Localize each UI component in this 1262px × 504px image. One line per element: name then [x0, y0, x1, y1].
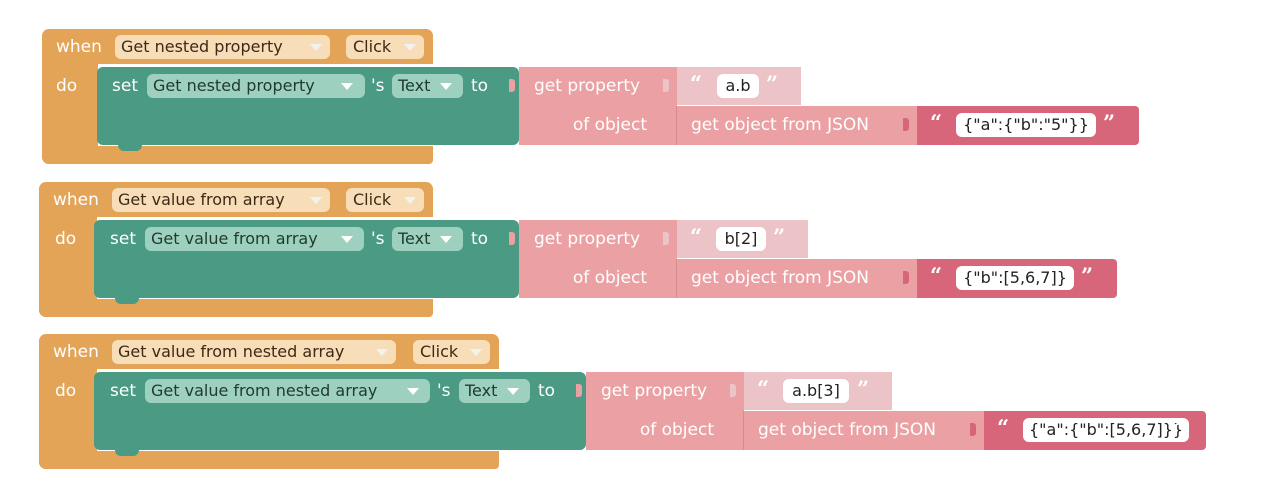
block-connector	[115, 298, 139, 304]
path-text-field[interactable]: a.b[3]	[783, 379, 849, 403]
input-socket	[730, 384, 736, 397]
block-edge	[743, 411, 744, 450]
input-socket	[663, 118, 669, 131]
from-json-label: get object from JSON	[691, 268, 869, 288]
event-dropdown[interactable]: Click	[346, 35, 424, 59]
input-socket	[663, 232, 669, 245]
input-socket	[663, 79, 669, 92]
chevron-down-icon	[507, 388, 519, 395]
apostrophe-s-label: 's	[437, 381, 451, 401]
close-quote-icon: ”	[773, 224, 786, 249]
chevron-down-icon	[310, 44, 322, 51]
open-quote-icon: “	[690, 71, 703, 96]
path-text-field[interactable]: b[2]	[716, 227, 766, 251]
of-object-label: of object	[639, 420, 714, 440]
chevron-down-icon	[404, 197, 416, 204]
property-label: Text	[465, 381, 498, 400]
property-label: Text	[398, 229, 431, 248]
chevron-down-icon	[470, 349, 482, 356]
input-socket	[509, 79, 515, 92]
do-keyword: do	[55, 381, 77, 401]
chevron-down-icon	[440, 83, 452, 90]
close-quote-icon: ”	[1081, 263, 1094, 288]
set-component-dropdown[interactable]: Get nested property	[147, 74, 365, 98]
event-label: Click	[420, 342, 459, 361]
property-label: Text	[398, 76, 431, 95]
of-object-label: of object	[572, 268, 647, 288]
to-keyword: to	[538, 381, 556, 401]
input-socket	[970, 423, 976, 436]
block-connector	[115, 450, 139, 456]
input-socket	[903, 271, 909, 284]
event-label: Click	[353, 190, 392, 209]
close-quote-icon: ”	[1103, 110, 1116, 135]
apostrophe-s-label: 's	[371, 229, 385, 249]
open-quote-icon: “	[930, 110, 943, 135]
component-label: Get nested property	[121, 37, 283, 56]
input-socket	[663, 271, 669, 284]
json-text-field[interactable]: {"a":{"b":"5"}}	[956, 113, 1096, 137]
get-property-label: get property	[601, 381, 708, 401]
event-label: Click	[353, 37, 392, 56]
from-json-label: get object from JSON	[758, 420, 936, 440]
do-keyword: do	[55, 229, 77, 249]
chevron-down-icon	[376, 349, 388, 356]
when-keyword: when	[53, 342, 99, 362]
set-keyword: set	[110, 381, 136, 401]
get-property-label: get property	[534, 76, 641, 96]
chevron-down-icon	[407, 388, 419, 395]
property-dropdown[interactable]: Text	[392, 74, 463, 98]
open-quote-icon: “	[930, 263, 943, 288]
get-property-label: get property	[534, 229, 641, 249]
close-quote-icon: ”	[766, 71, 779, 96]
component-dropdown[interactable]: Get value from nested array	[112, 340, 396, 364]
event-dropdown[interactable]: Click	[413, 340, 490, 364]
json-text-field[interactable]: {"a":{"b":[5,6,7]}}	[1023, 418, 1190, 442]
property-dropdown[interactable]: Text	[459, 379, 530, 403]
chevron-down-icon	[341, 83, 353, 90]
chevron-down-icon	[440, 236, 452, 243]
when-keyword: when	[53, 190, 99, 210]
block-edge	[676, 106, 677, 145]
set-component-dropdown[interactable]: Get value from nested array	[145, 379, 430, 403]
event-dropdown[interactable]: Click	[346, 188, 424, 212]
input-socket	[730, 423, 736, 436]
component-label: Get value from nested array	[118, 342, 345, 361]
chevron-down-icon	[404, 44, 416, 51]
component-dropdown[interactable]: Get value from array	[112, 188, 330, 212]
set-keyword: set	[110, 229, 136, 249]
to-keyword: to	[471, 229, 489, 249]
component-dropdown[interactable]: Get nested property	[115, 35, 330, 59]
set-component-label: Get value from array	[151, 229, 318, 248]
open-quote-icon: “	[690, 224, 703, 249]
json-text-field[interactable]: {"b":[5,6,7]}	[956, 266, 1074, 290]
set-component-label: Get nested property	[153, 76, 315, 95]
do-keyword: do	[56, 76, 78, 96]
of-object-label: of object	[572, 115, 647, 135]
open-quote-icon: “	[997, 415, 1010, 440]
open-quote-icon: “	[757, 376, 770, 401]
input-socket	[903, 118, 909, 131]
chevron-down-icon	[341, 236, 353, 243]
set-component-dropdown[interactable]: Get value from array	[145, 227, 364, 251]
apostrophe-s-label: 's	[371, 76, 385, 96]
when-keyword: when	[56, 37, 102, 57]
close-quote-icon: ”	[857, 376, 870, 401]
component-label: Get value from array	[118, 190, 285, 209]
path-text-field[interactable]: a.b	[717, 74, 759, 98]
set-keyword: set	[112, 76, 138, 96]
to-keyword: to	[471, 76, 489, 96]
property-dropdown[interactable]: Text	[392, 227, 463, 251]
close-quote-icon: ”	[1170, 415, 1183, 440]
input-socket	[576, 384, 582, 397]
block-connector	[118, 145, 142, 151]
set-component-label: Get value from nested array	[151, 381, 378, 400]
from-json-label: get object from JSON	[691, 115, 869, 135]
block-edge	[676, 259, 677, 298]
input-socket	[509, 232, 515, 245]
chevron-down-icon	[310, 197, 322, 204]
